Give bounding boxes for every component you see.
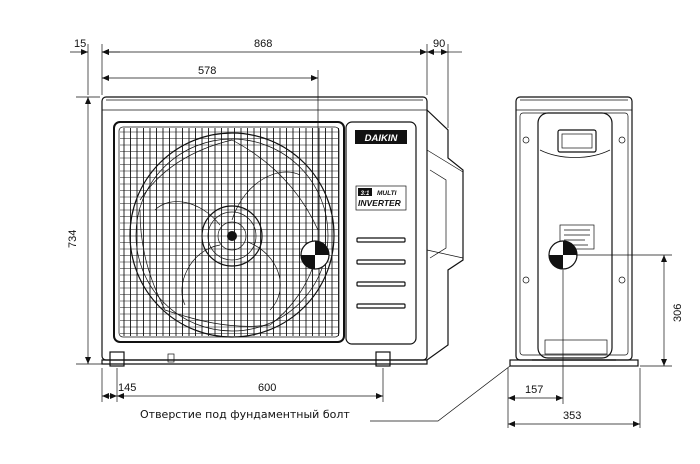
side-housing xyxy=(515,96,633,361)
dim-foot-spacing: 600 xyxy=(258,382,276,394)
badge-inverter: INVERTER xyxy=(358,198,402,208)
side-view xyxy=(509,96,639,367)
brand-logo: DAIKIN xyxy=(365,133,399,144)
fan-outer xyxy=(129,132,335,338)
caption-leader xyxy=(370,365,511,422)
side-handle xyxy=(557,129,597,153)
dimension-lines xyxy=(70,44,672,428)
dim-side-height-cog: 306 xyxy=(672,304,684,322)
front-panel xyxy=(345,121,417,345)
front-base xyxy=(101,359,428,365)
side-panel xyxy=(537,112,613,359)
front-foot-right xyxy=(375,351,391,367)
side-foot xyxy=(509,359,639,367)
front-foot-left xyxy=(109,351,125,367)
fan-hub xyxy=(201,205,263,267)
dim-right-offset: 90 xyxy=(433,38,445,50)
panel-louvers xyxy=(356,237,406,309)
center-of-gravity-front xyxy=(300,240,330,270)
dim-overall-width: 868 xyxy=(254,38,272,50)
front-view: DAIKIN 3:1 MULTI INVERTER xyxy=(101,96,464,367)
dim-side-depth: 353 xyxy=(563,410,581,422)
dim-left-foot-offset: 145 xyxy=(118,382,136,394)
dim-height: 734 xyxy=(67,230,79,248)
dim-left-offset: 15 xyxy=(74,38,86,50)
dim-side-cog-depth: 157 xyxy=(525,384,543,396)
grille-bars xyxy=(120,128,339,336)
badge-ratio: 3:1 xyxy=(361,191,370,197)
center-of-gravity-side xyxy=(548,240,578,270)
brand-plate xyxy=(355,130,407,144)
dim-cog-width: 578 xyxy=(198,65,216,77)
fan-grille xyxy=(113,121,345,343)
front-side-box xyxy=(426,109,464,361)
side-label-plate xyxy=(559,224,595,250)
foundation-bolt-caption: Отверстие под фундаментный болт xyxy=(140,408,350,421)
badge-multi: MULTI xyxy=(377,190,397,197)
